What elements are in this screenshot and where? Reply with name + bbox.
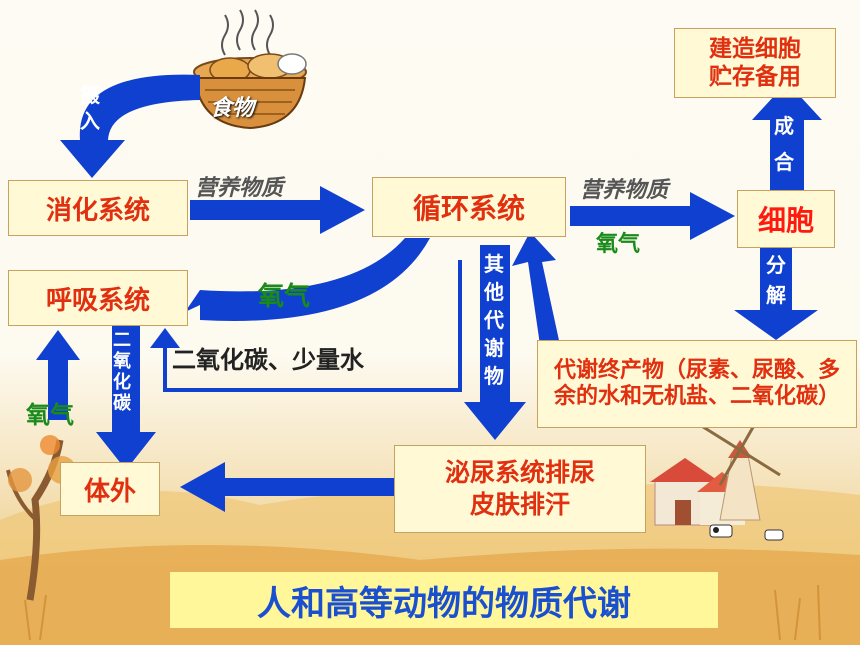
other-metabolites-arrow xyxy=(464,245,526,440)
oxygen-curve-arrow xyxy=(185,238,430,321)
barn-icon xyxy=(650,458,748,526)
cell-box: 细胞 xyxy=(737,190,835,248)
co2-vertical-label: 二 氧 化 碳 xyxy=(113,330,131,414)
outside-box: 体外 xyxy=(60,462,160,516)
nutrients-arrow-1 xyxy=(190,186,365,234)
end-products-arrow xyxy=(512,232,560,345)
windmill-icon xyxy=(699,414,781,521)
co2-water-label: 二氧化碳、少量水 xyxy=(172,346,364,374)
food-label: 食物 xyxy=(210,96,255,121)
respiratory-system-box: 呼吸系统 xyxy=(8,270,188,326)
build-store-box: 建造细胞 贮存备用 xyxy=(674,28,836,98)
excretion-box: 泌尿系统排尿 皮肤排汗 xyxy=(394,445,646,533)
decompose-label: 分 解 xyxy=(766,253,786,307)
oxygen-in-label: 氧气 xyxy=(26,401,74,429)
oxygen-resp-label: 氧气 xyxy=(258,282,311,312)
end-products-box: 代谢终产物（尿素、尿酸、多余的水和无机盐、二氧化碳） xyxy=(537,340,857,428)
nutrients-label-1: 营养物质 xyxy=(195,176,284,201)
circulatory-system-box: 循环系统 xyxy=(372,177,566,237)
oxygen-to-cell-label: 氧气 xyxy=(596,232,641,257)
co2-down-arrow xyxy=(96,325,156,470)
co2-water-line xyxy=(163,260,462,392)
digestive-system-box: 消化系统 xyxy=(8,180,188,236)
nutrients-label-2: 营养物质 xyxy=(580,178,669,203)
page-title: 人和高等动物的物质代谢 xyxy=(170,572,718,628)
ingest-arrow xyxy=(60,74,200,178)
decompose-arrow xyxy=(734,244,818,340)
ingest-label: 摄 入 xyxy=(80,83,100,133)
combine-arrow xyxy=(752,82,822,190)
nutrients-arrow-2 xyxy=(570,192,735,240)
combine-label: 成 合 xyxy=(774,114,794,174)
oxygen-up-arrow xyxy=(36,330,80,420)
other-metabolites-label: 其 他 代 谢 物 xyxy=(484,252,504,388)
excretion-arrow xyxy=(180,462,395,512)
